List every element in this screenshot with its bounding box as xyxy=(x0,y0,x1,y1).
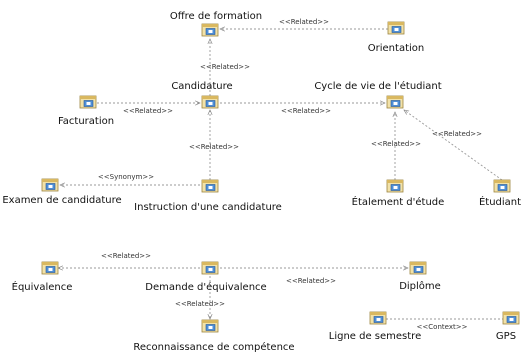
term-icon xyxy=(201,179,219,193)
relation-label-candidature-offre: <<Related>> xyxy=(200,63,250,71)
relation-label-orientation-offre: <<Related>> xyxy=(279,18,329,26)
node-facturation[interactable]: Facturation xyxy=(58,95,114,127)
node-ligne[interactable]: Ligne de semestre xyxy=(329,311,421,342)
term-icon xyxy=(386,95,404,109)
node-gps-label: GPS xyxy=(496,331,516,342)
node-demande[interactable]: Demande d'équivalence xyxy=(145,261,267,293)
relation-label-etalement-cycle: <<Related>> xyxy=(371,140,421,148)
node-ligne-label: Ligne de semestre xyxy=(329,331,421,342)
relation-label-candidature-cycle: <<Related>> xyxy=(281,107,331,115)
term-icon xyxy=(201,23,219,37)
relation-label-instruction-examen: <<Synonym>> xyxy=(98,173,154,181)
node-demande-label: Demande d'équivalence xyxy=(145,281,266,293)
node-diplome-label: Diplôme xyxy=(399,280,441,292)
node-etudiant[interactable]: Étudiant xyxy=(479,179,521,208)
node-reconnaissance-label: Reconnaissance de compétence xyxy=(133,341,294,353)
term-icon xyxy=(201,319,219,333)
node-equivalence[interactable]: Équivalence xyxy=(12,261,73,293)
node-etalement[interactable]: Étalement d'étude xyxy=(352,179,445,208)
term-icon xyxy=(369,311,387,325)
relation-label-etudiant-cycle: <<Related>> xyxy=(432,130,482,138)
term-icon xyxy=(201,95,219,109)
relation-label-demande-equivalence: <<Related>> xyxy=(101,252,151,260)
node-etudiant-label: Étudiant xyxy=(479,195,521,208)
node-examen[interactable]: Examen de candidature xyxy=(2,178,122,206)
node-gps[interactable]: GPS xyxy=(496,311,520,342)
node-instruction[interactable]: Instruction d'une candidature xyxy=(134,179,282,213)
relation-label-ligne-gps: <<Context>> xyxy=(417,323,468,331)
connector-etudiant-cycle xyxy=(404,110,503,181)
node-orientation[interactable]: Orientation xyxy=(368,21,424,54)
relation-label-demande-diplome: <<Related>> xyxy=(286,277,336,285)
term-icon xyxy=(493,179,511,193)
term-icon xyxy=(41,178,59,192)
relation-label-facturation-candidature: <<Related>> xyxy=(123,107,173,115)
term-icon xyxy=(386,179,404,193)
node-offre[interactable]: Offre de formation xyxy=(170,11,262,37)
node-etalement-label: Étalement d'étude xyxy=(352,195,445,208)
term-icon xyxy=(502,311,520,325)
term-icon xyxy=(41,261,59,275)
node-instruction-label: Instruction d'une candidature xyxy=(134,202,282,213)
node-cycle[interactable]: Cycle de vie de l'étudiant xyxy=(314,80,442,109)
node-candidature[interactable]: Candidature xyxy=(171,81,233,109)
node-candidature-label: Candidature xyxy=(171,81,232,92)
node-reconnaissance[interactable]: Reconnaissance de compétence xyxy=(133,319,295,353)
term-icon xyxy=(409,261,427,275)
term-icon xyxy=(387,21,405,35)
node-orientation-label: Orientation xyxy=(368,43,424,54)
term-icon xyxy=(201,261,219,275)
relation-label-demande-reconnaissance: <<Related>> xyxy=(175,300,225,308)
node-offre-label: Offre de formation xyxy=(170,11,262,22)
node-equivalence-label: Équivalence xyxy=(12,280,73,293)
node-facturation-label: Facturation xyxy=(58,116,114,127)
node-cycle-label: Cycle de vie de l'étudiant xyxy=(314,80,441,92)
term-icon xyxy=(79,95,97,109)
node-examen-label: Examen de candidature xyxy=(2,195,121,206)
node-diplome[interactable]: Diplôme xyxy=(399,261,441,292)
relation-label-instruction-candidature: <<Related>> xyxy=(189,143,239,151)
